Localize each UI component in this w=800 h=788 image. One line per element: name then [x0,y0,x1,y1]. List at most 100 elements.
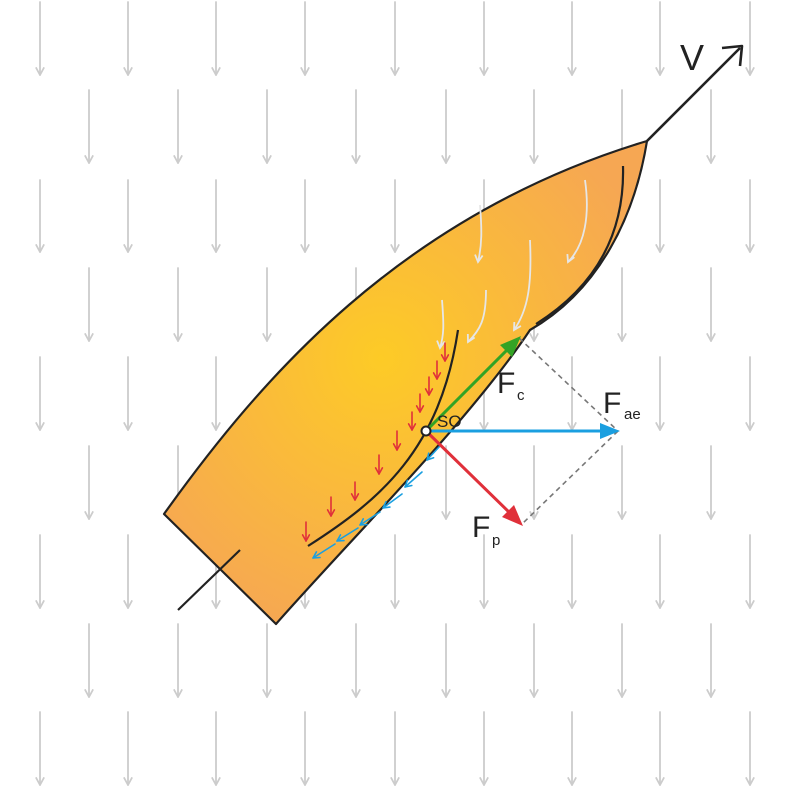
flow-line [513,239,532,332]
wind-arrow [479,534,489,609]
flow-line [436,299,446,350]
wind-arrow [123,179,133,253]
suction-arrows [312,445,441,559]
velocity-arrow [646,44,744,142]
wind-arrow [35,179,45,253]
wind-arrow [300,711,310,786]
pressure-arrow [440,342,450,362]
pressure-arrow [407,411,417,431]
suction-arrow [426,445,441,461]
force-ae-subscript: ae [624,406,641,423]
wind-arrow [84,267,94,342]
wind-arrow [351,89,361,164]
wind-arrow [745,534,755,609]
wind-arrow [211,1,221,76]
sail-curve-rear [307,329,460,547]
wind-arrow [390,1,400,76]
wind-arrow [706,445,716,520]
suction-arrow [336,527,359,542]
wind-arrow [173,89,183,164]
wind-arrow [300,179,310,253]
flow-line [474,204,484,264]
wind-arrow [123,1,133,76]
wind-arrow [173,623,183,698]
force-c-arrow [424,336,521,433]
pressure-arrow [392,430,402,451]
wind-arrow [351,623,361,698]
pressure-arrow [350,481,360,501]
sail-curve-front [535,165,625,325]
wind-arrow [745,711,755,786]
wind-arrow [655,534,665,609]
wind-arrow [211,179,221,253]
center-point [420,425,432,437]
parallelogram-lines [518,337,619,525]
wind-arrow [567,711,577,786]
wind-arrow [390,711,400,786]
wind-arrow [35,1,45,76]
force-c-label: F [497,367,515,400]
flow-line [566,179,588,264]
wind-arrow [655,711,665,786]
pressure-arrow [432,360,442,380]
force-p-arrow [424,429,523,526]
wind-arrow [84,445,94,520]
pressure-arrow [415,393,425,413]
force-p-label: F [472,511,490,544]
wind-arrow [479,711,489,786]
wind-arrow [300,1,310,76]
wind-arrow [441,89,451,164]
wind-arrow [745,1,755,76]
pressure-arrow [326,496,336,517]
force-p-subscript: p [492,532,500,549]
suction-arrow [312,543,336,559]
suction-arrow [359,511,381,526]
pressure-arrows [301,342,450,542]
wind-arrow [84,89,94,164]
wind-arrow [84,623,94,698]
wind-arrow [706,267,716,342]
wind-arrow [617,267,627,342]
wind-arrow [745,356,755,431]
pressure-arrow [301,521,311,542]
wind-arrow [262,267,272,342]
force-ae-arrow [426,423,620,439]
wind-arrow [35,356,45,431]
flow-line [466,289,487,344]
wind-arrow [479,1,489,76]
wind-arrow [617,623,627,698]
wind-arrow [529,445,539,520]
wind-arrow [35,534,45,609]
wind-arrow [262,623,272,698]
wind-arrow [655,356,665,431]
wind-arrow [529,89,539,164]
inner-flow-lines [436,179,588,350]
velocity-label: V [680,37,704,78]
wind-arrow [35,711,45,786]
wind-arrow [745,179,755,253]
suction-arrow [382,493,403,509]
mast-line [177,549,241,611]
wind-arrow [390,179,400,253]
wind-arrow [567,1,577,76]
wind-arrow [441,445,451,520]
wind-arrow [567,356,577,431]
force-ae-label: F [603,387,621,420]
center-label: SO [437,412,462,431]
wind-arrow [123,356,133,431]
wind-arrow [655,179,665,253]
sail-body [162,139,649,626]
wind-arrow [211,356,221,431]
wind-arrow [173,267,183,342]
suction-arrow [404,471,423,488]
wind-arrow [211,711,221,786]
wind-arrow [617,445,627,520]
pressure-arrow [374,454,384,475]
wind-arrow [567,534,577,609]
wind-arrow [655,1,665,76]
wind-arrow [441,623,451,698]
force-c-subscript: c [517,387,525,404]
wind-arrow [706,623,716,698]
